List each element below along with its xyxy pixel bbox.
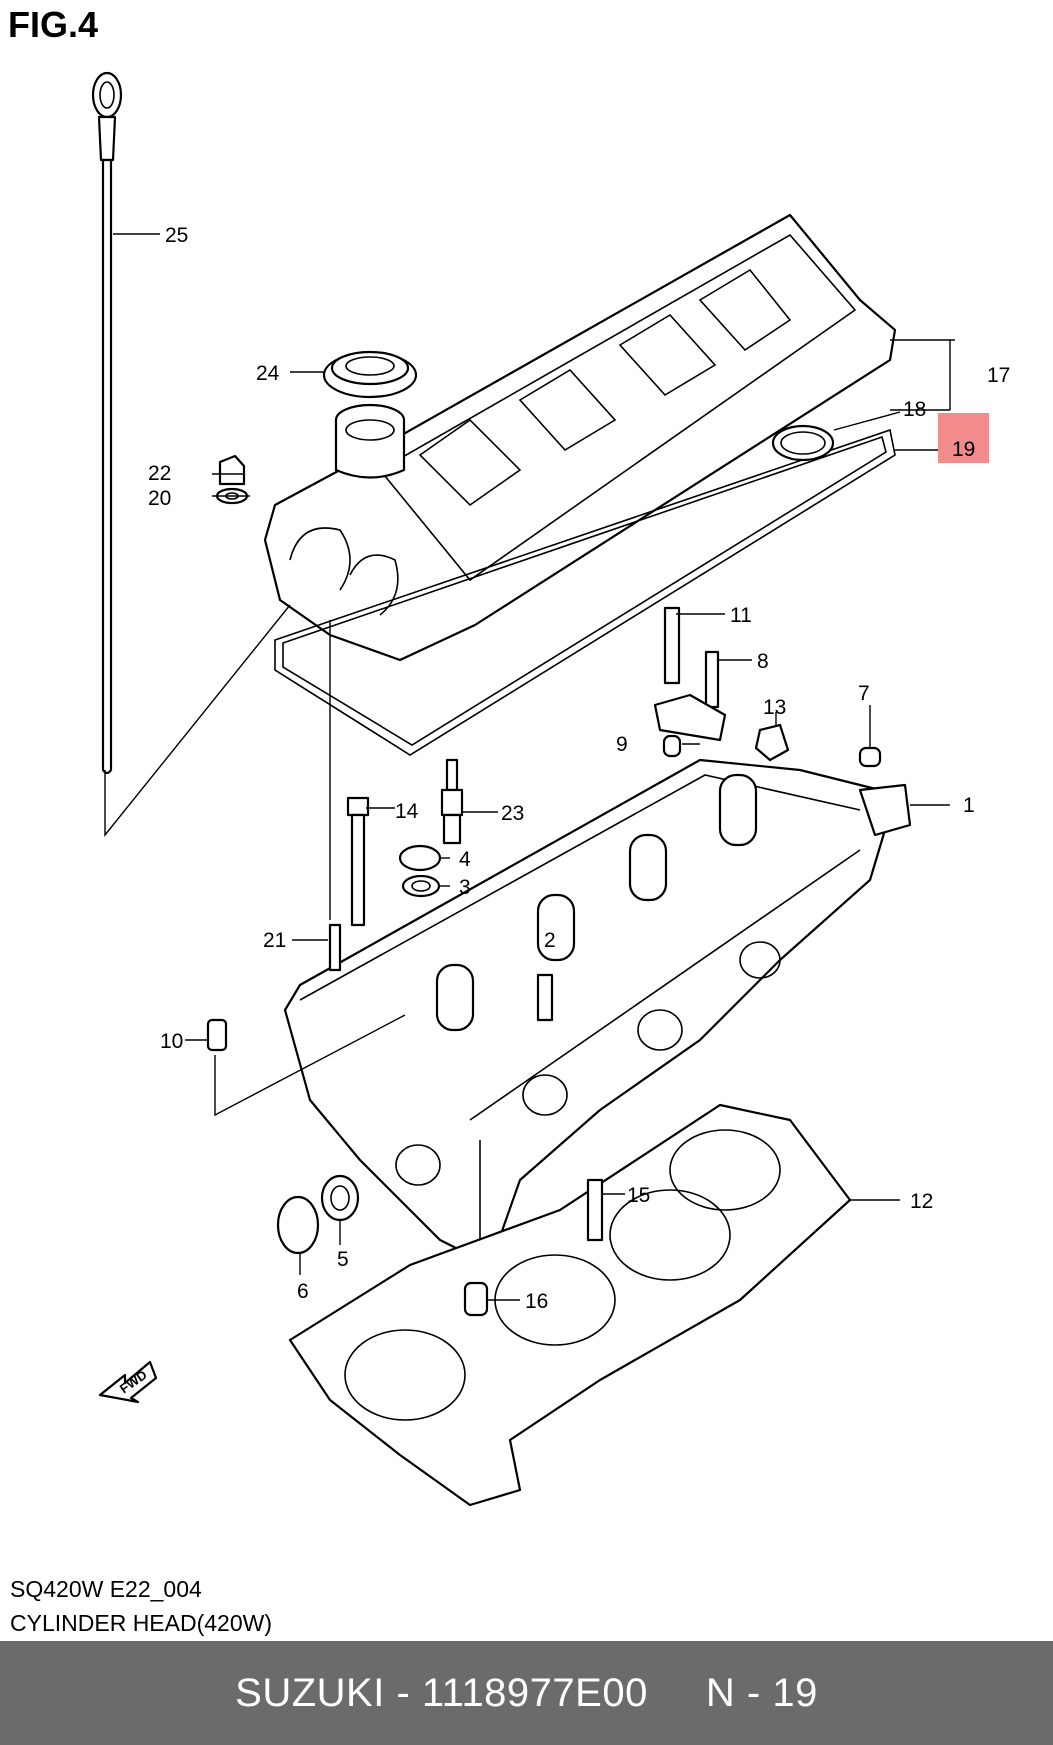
stud-bolt (328, 923, 342, 972)
callout-24: 24 (256, 362, 280, 385)
spark-plug (440, 758, 464, 845)
callout-11: 11 (730, 604, 752, 627)
callout-7: 7 (858, 682, 870, 705)
oil-seal (320, 1174, 360, 1222)
callout-3: 3 (459, 876, 471, 899)
drawing-code: SQ420W E22_004 (10, 1576, 202, 1602)
callout-2: 2 (544, 929, 556, 952)
figure-title: FIG.4 (8, 4, 99, 45)
callout-4: 4 (459, 848, 471, 871)
callout-21: 21 (263, 929, 286, 952)
callout-25: 25 (165, 224, 188, 247)
oil-filler-cap (322, 350, 418, 399)
cylinder-head (283, 758, 912, 1267)
cap-plug (276, 1195, 320, 1255)
callout-23: 23 (501, 802, 524, 825)
callout-10: 10 (160, 1030, 183, 1053)
callout-8: 8 (757, 650, 769, 673)
callout-13: 13 (763, 696, 786, 719)
dowel-9 (662, 734, 682, 758)
callout-18: 18 (903, 398, 926, 421)
callout-22: 22 (148, 462, 171, 485)
callout-5: 5 (337, 1248, 349, 1271)
callout-1: 1 (963, 794, 975, 817)
dipstick (91, 71, 123, 775)
callout-6: 6 (297, 1280, 309, 1303)
head-bolt (346, 796, 370, 927)
bolt-8 (704, 650, 720, 709)
callout-9: 9 (616, 733, 628, 756)
callout-20: 20 (148, 487, 171, 510)
bracket-13 (754, 723, 790, 762)
leader-lines (104, 233, 955, 1301)
callout-16: 16 (525, 1290, 548, 1313)
cover-gasket (274, 428, 896, 756)
fwd-arrow (98, 1360, 158, 1404)
stud-11 (663, 606, 681, 685)
dowel-16 (463, 1281, 489, 1317)
callout-15: 15 (627, 1184, 650, 1207)
callout-17: 17 (987, 364, 1010, 387)
camshaft-cap (653, 693, 727, 742)
callout-19: 19 (952, 438, 975, 461)
cover-nut-and-washer (215, 454, 249, 505)
fitting-10 (206, 1018, 228, 1052)
footer-bar: SUZUKI - 1118977E00 N - 19 (0, 1641, 1053, 1745)
drawing-name: CYLINDER HEAD(420W) (10, 1610, 272, 1636)
callout-14: 14 (395, 800, 419, 823)
plug-gasket (401, 874, 441, 898)
valve-guide (536, 973, 554, 1022)
o-ring (771, 424, 835, 462)
cylinder-head-gasket (288, 1103, 852, 1507)
highlight-box-19 (938, 413, 989, 463)
plug (398, 844, 442, 872)
footer-part-number: SUZUKI - 1118977E00 N - 19 (235, 1670, 818, 1715)
bolt-15 (586, 1178, 604, 1242)
plug-7 (858, 746, 882, 768)
callout-12: 12 (910, 1190, 933, 1213)
parts-diagram: 1 2 3 4 5 6 7 8 9 10 11 12 13 14 15 16 1… (91, 71, 1010, 1507)
